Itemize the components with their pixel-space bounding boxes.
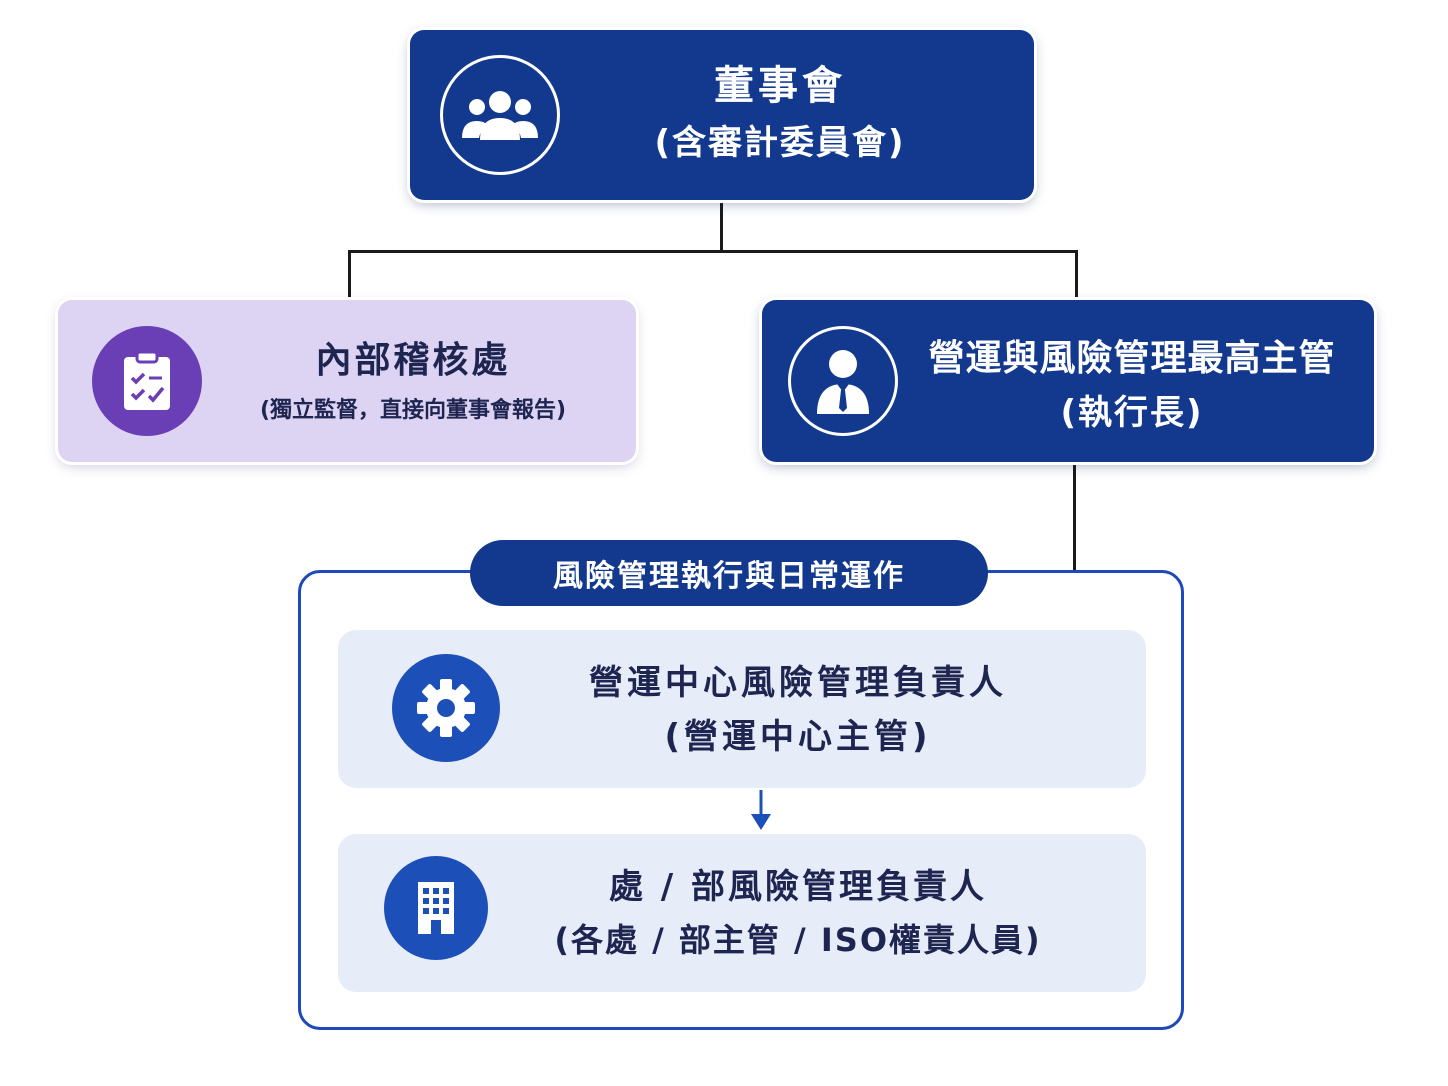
- audit-box: 內部稽核處 (獨立監督，直接向董事會報告): [58, 300, 636, 462]
- board-title: 董事會: [714, 63, 846, 109]
- ceo-subtitle: (執行長): [1060, 393, 1204, 434]
- connector-ceo-down: [1073, 462, 1076, 572]
- connector-board-down: [720, 200, 723, 252]
- arrow-down: [749, 790, 773, 832]
- center-title: 營運中心風險管理負責人: [589, 663, 1007, 703]
- gear-icon: [392, 654, 500, 762]
- department-box: 處 / 部風險管理負責人 (各處 / 部主管 / ISO權責人員): [338, 834, 1146, 992]
- board-subtitle: (含審計委員會): [654, 123, 906, 163]
- audit-title: 內部稽核處: [315, 340, 511, 381]
- connector-horizontal: [348, 250, 1078, 253]
- department-subtitle: (各處 / 部主管 / ISO權責人員): [554, 920, 1042, 959]
- operations-header: 風險管理執行與日常運作: [470, 540, 988, 606]
- person-suit-icon: [788, 326, 898, 436]
- ceo-title: 營運與風險管理最高主管: [928, 338, 1336, 379]
- board-box: 董事會 (含審計委員會): [410, 30, 1034, 200]
- connector-audit-down: [348, 250, 351, 300]
- operations-center-box: 營運中心風險管理負責人 (營運中心主管): [338, 630, 1146, 788]
- center-subtitle: (營運中心主管): [664, 716, 932, 757]
- clipboard-check-icon: [92, 326, 202, 436]
- people-group-icon: [440, 55, 560, 175]
- audit-subtitle: (獨立監督，直接向董事會報告): [259, 398, 567, 424]
- connector-ceo-up: [1075, 250, 1078, 300]
- department-title: 處 / 部風險管理負責人: [608, 867, 988, 907]
- ceo-box: 營運與風險管理最高主管 (執行長): [762, 300, 1374, 462]
- building-icon: [384, 856, 488, 960]
